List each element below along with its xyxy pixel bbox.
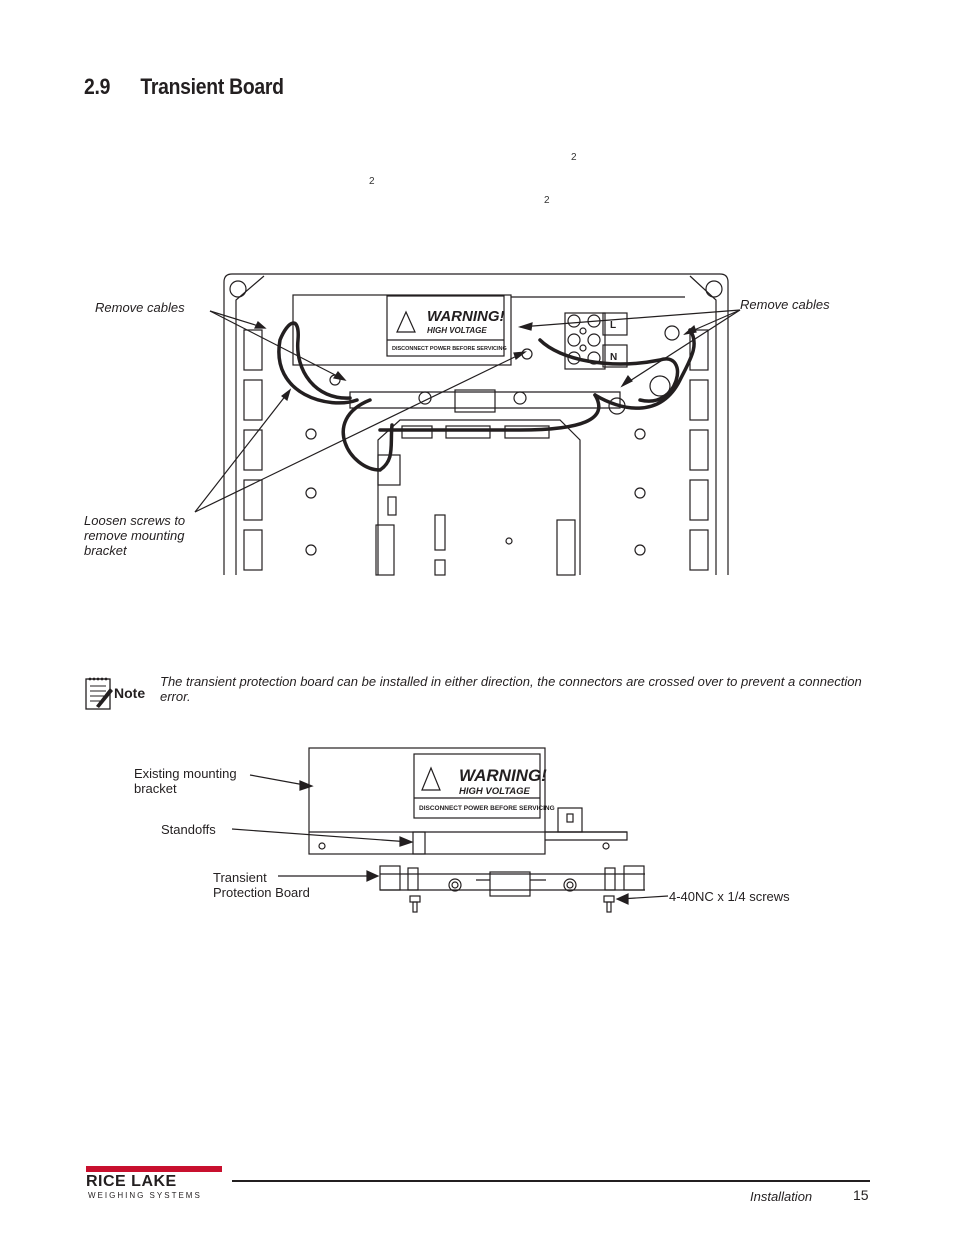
note-label: Note (114, 685, 146, 701)
callout-remove-cables-left: Remove cables (95, 300, 185, 315)
enclosure-figure: L N WARNING! HIGH VOLTAGE DISCONNECT POW… (194, 273, 741, 576)
superscript: 2 (571, 152, 577, 163)
page-number: 15 (853, 1187, 869, 1203)
callout-existing-bracket: Existing mounting bracket (134, 766, 237, 796)
warning-title: WARNING! (427, 308, 505, 325)
footer-rule (232, 1180, 870, 1182)
callout-remove-cables-right: Remove cables (740, 297, 830, 312)
section-title: Transient Board (140, 74, 284, 99)
warning-subtitle: HIGH VOLTAGE (459, 786, 531, 797)
brand-subtitle: WEIGHING SYSTEMS (88, 1191, 202, 1200)
section-number: 2.9 (84, 74, 111, 99)
section-heading: 2.9 Transient Board (84, 74, 284, 100)
bracket-figure: WARNING! HIGH VOLTAGE DISCONNECT POWER B… (231, 747, 669, 913)
superscript: 2 (544, 195, 550, 206)
brand-logo: RICE LAKE WEIGHING SYSTEMS (86, 1166, 226, 1206)
superscript: 2 (369, 176, 375, 187)
brand-name: RICE LAKE (86, 1173, 177, 1190)
warning-notice: DISCONNECT POWER BEFORE SERVICING (419, 805, 555, 812)
callout-transient-board: Transient Protection Board (213, 870, 310, 900)
footer-section: Installation (750, 1189, 813, 1204)
callout-loosen-screws: Loosen screws to remove mounting bracket (84, 513, 186, 558)
terminal-label: N (610, 352, 617, 363)
warning-title: WARNING! (459, 766, 547, 785)
warning-notice: DISCONNECT POWER BEFORE SERVICING (392, 346, 507, 352)
callout-screws: 4-40NC x 1/4 screws (669, 889, 790, 904)
terminal-label: L (610, 320, 616, 331)
note-icon: Note (84, 676, 150, 712)
callout-standoffs: Standoffs (161, 822, 216, 837)
warning-subtitle: HIGH VOLTAGE (427, 326, 487, 335)
note-text: The transient protection board can be in… (160, 674, 862, 704)
